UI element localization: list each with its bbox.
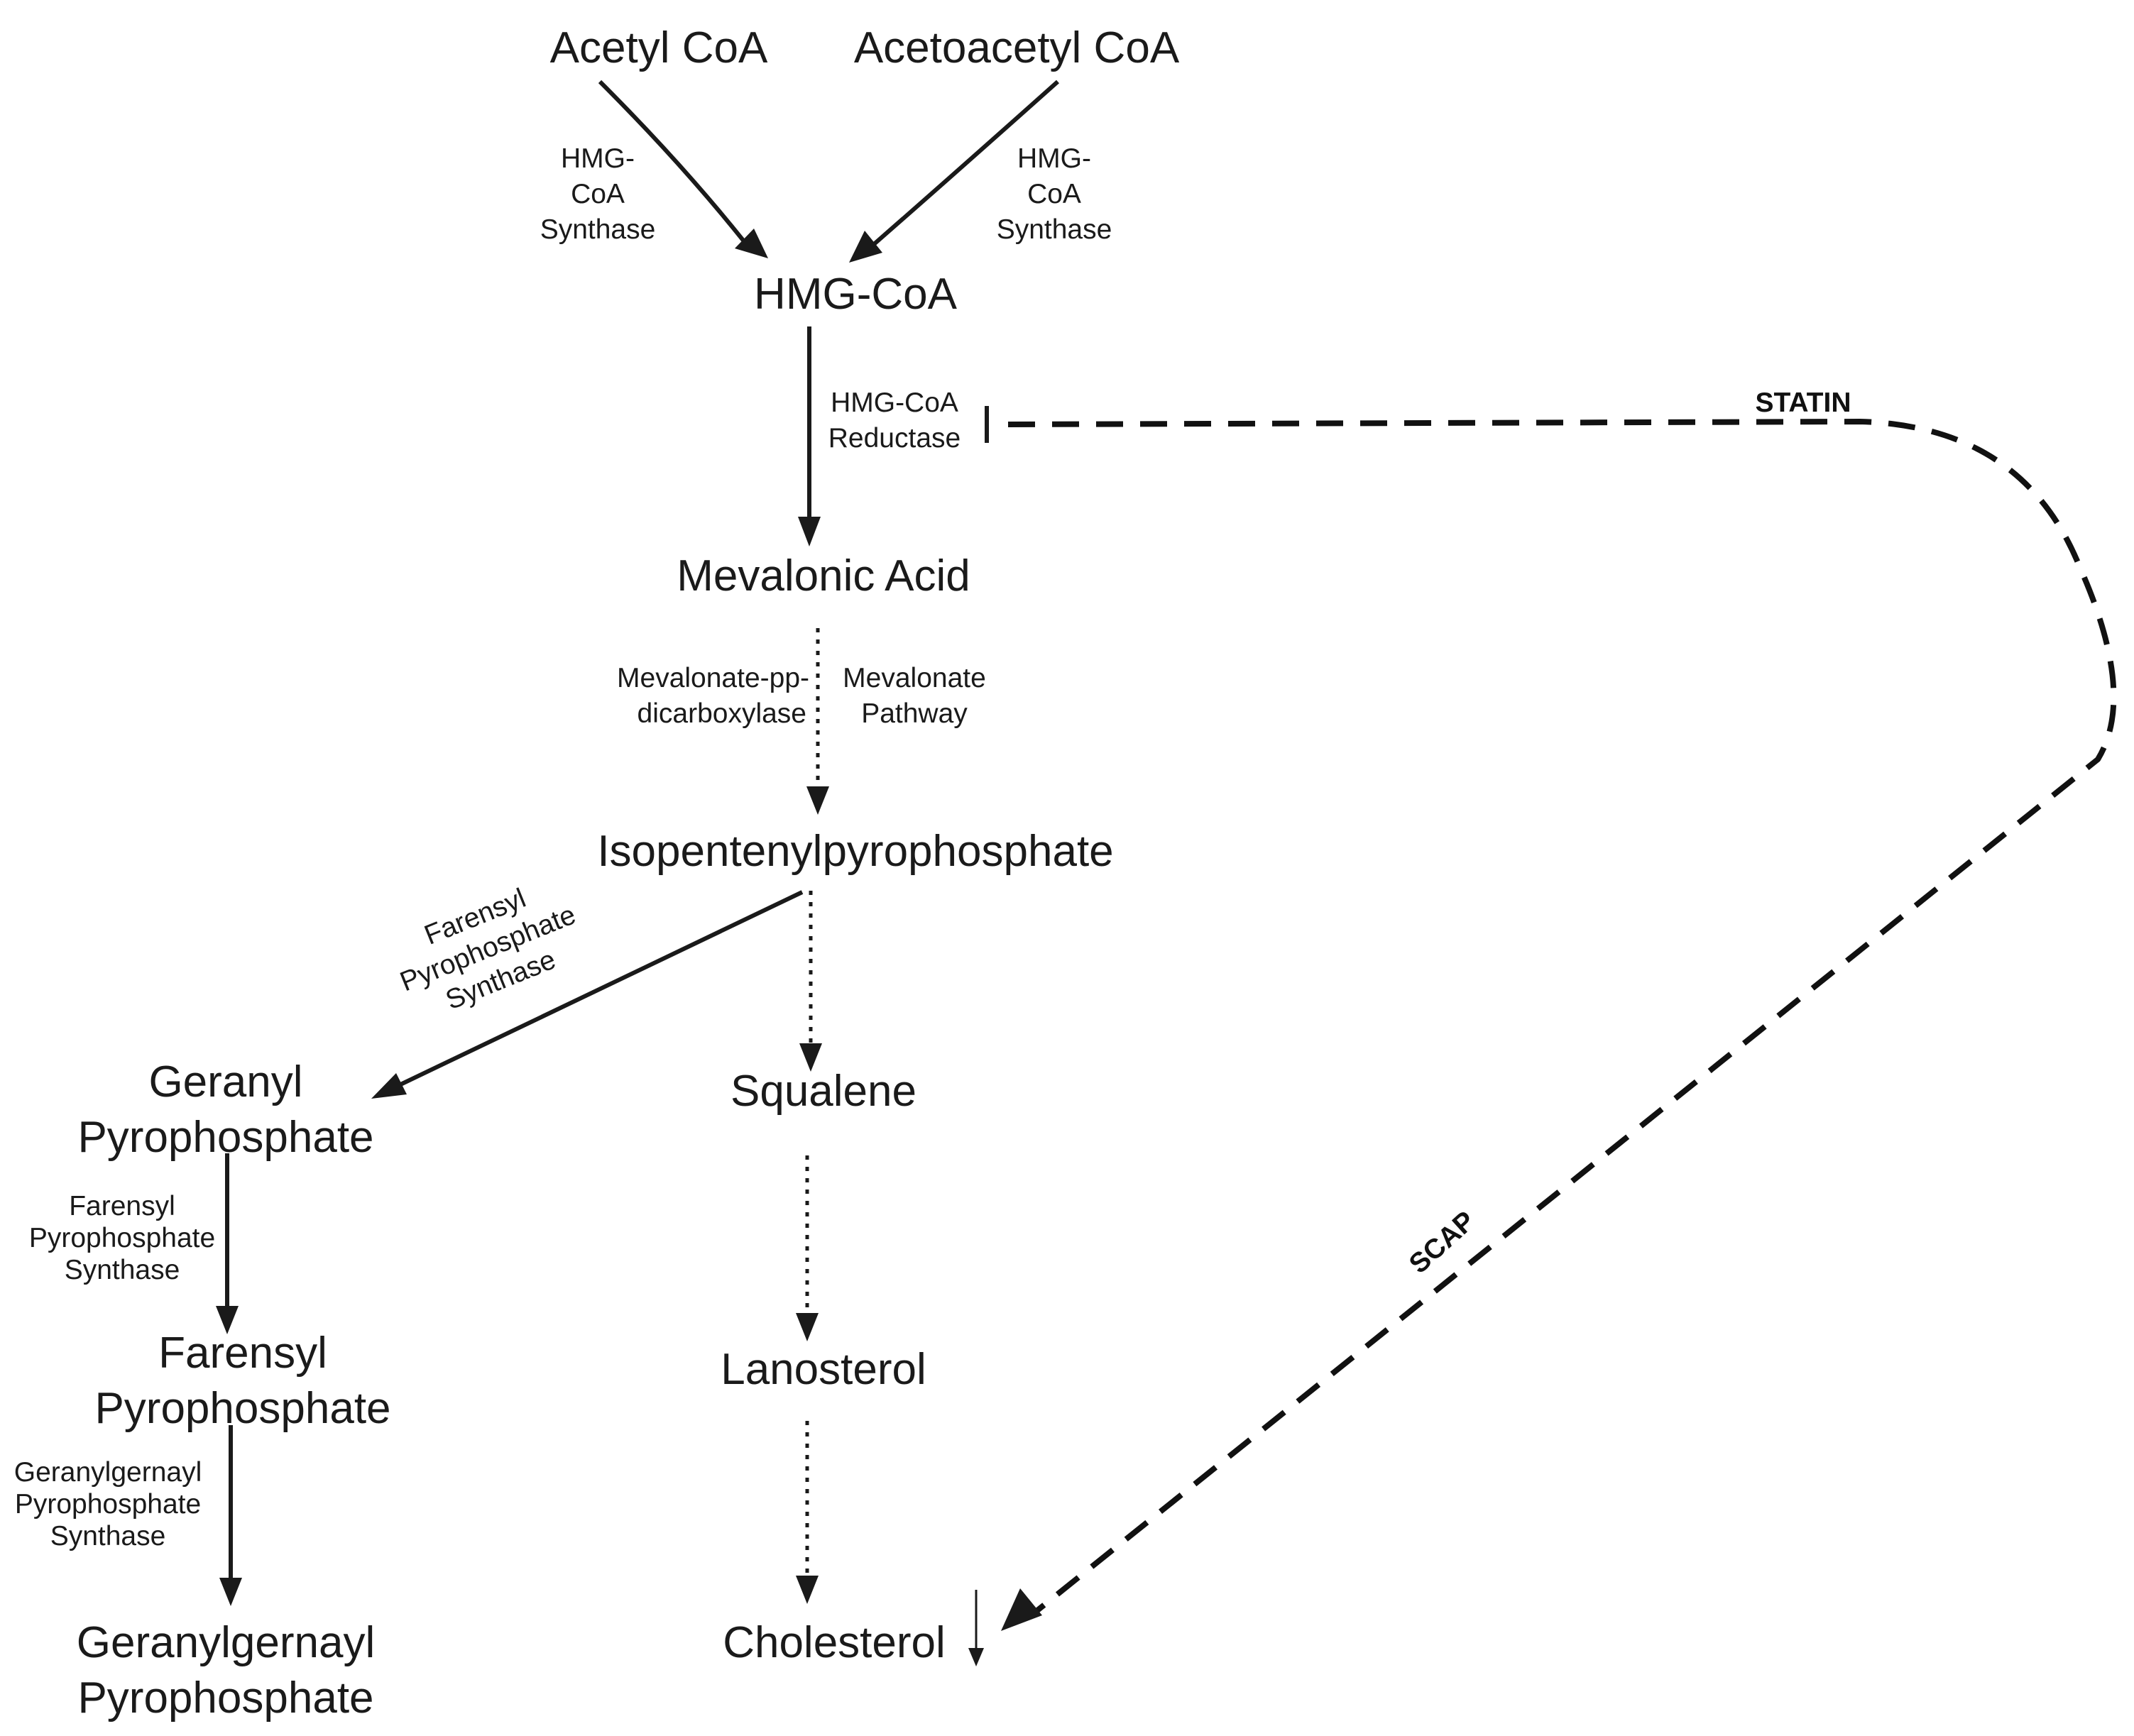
arrowhead-mevalonic-to-isopentenyl: [806, 786, 829, 815]
enzyme-farensyl-pp-synthase-diagonal: Farensyl Pyrophosphate Synthase: [396, 883, 580, 1016]
arrow-acetyl-to-hmg: [598, 79, 746, 243]
arrow-isopentenyl-to-geranyl: [396, 890, 804, 1088]
svg-text:dicarboxylase: dicarboxylase: [638, 698, 806, 729]
svg-text:Pyrophosphate: Pyrophosphate: [94, 1384, 390, 1433]
svg-text:Pathway: Pathway: [861, 698, 968, 729]
svg-text:Synthase: Synthase: [997, 214, 1112, 245]
svg-text:Synthase: Synthase: [540, 214, 656, 245]
svg-text:HMG-CoA: HMG-CoA: [831, 388, 958, 418]
svg-text:CoA: CoA: [1027, 179, 1081, 209]
svg-text:Geranyl: Geranyl: [148, 1057, 302, 1106]
svg-text:Pyrophosphate: Pyrophosphate: [15, 1489, 201, 1520]
node-farensyl-pyrophosphate: Farensyl Pyrophosphate: [94, 1329, 390, 1433]
enzyme-mevalonate-pp-dicarboxylase: Mevalonate-pp- dicarboxylase: [617, 663, 809, 729]
svg-text:Geranylgernayl: Geranylgernayl: [77, 1618, 375, 1667]
arrow-acetoacetyl-to-hmg: [872, 79, 1059, 247]
svg-text:Pyrophosphate: Pyrophosphate: [77, 1113, 373, 1162]
enzyme-hmg-coa-synthase-right: HMG- CoA Synthase: [997, 143, 1112, 245]
node-lanosterol: Lanosterol: [721, 1345, 926, 1394]
svg-text:Geranylgernayl: Geranylgernayl: [14, 1457, 202, 1488]
enzyme-hmg-coa-synthase-left: HMG- CoA Synthase: [540, 143, 656, 245]
arrowhead-acetoacetyl-to-hmg: [849, 231, 882, 263]
enzyme-hmg-coa-reductase: HMG-CoA Reductase: [828, 388, 961, 454]
label-mevalonate-pathway: Mevalonate Pathway: [843, 663, 986, 729]
svg-text:Pyrophosphate: Pyrophosphate: [29, 1223, 215, 1253]
svg-text:HMG-: HMG-: [561, 143, 635, 174]
label-statin: STATIN: [1755, 388, 1851, 418]
node-isopentenylpyrophosphate: Isopentenylpyrophosphate: [597, 827, 1113, 876]
node-acetoacetyl-coa: Acetoacetyl CoA: [854, 23, 1180, 72]
enzyme-geranylgernayl-pp-synthase: Geranylgernayl Pyrophosphate Synthase: [14, 1457, 202, 1551]
arrowhead-farensyl-to-geranylgernayl: [219, 1578, 242, 1606]
svg-text:Farensyl: Farensyl: [158, 1329, 327, 1378]
cholesterol-decrease-arrowhead: [968, 1648, 984, 1666]
svg-text:HMG-: HMG-: [1017, 143, 1091, 174]
scap-arrowhead: [1001, 1588, 1042, 1631]
svg-text:Mevalonate: Mevalonate: [843, 663, 986, 693]
arrowhead-acetyl-to-hmg: [735, 229, 768, 258]
enzyme-farensyl-pp-synthase: Farensyl Pyrophosphate Synthase: [29, 1191, 215, 1285]
arrowhead-lanosterol-to-cholesterol: [796, 1576, 819, 1604]
node-squalene: Squalene: [731, 1067, 916, 1116]
arrowhead-squalene-to-lanosterol: [796, 1313, 819, 1341]
node-acetyl-coa: Acetyl CoA: [550, 23, 768, 72]
node-geranyl-pyrophosphate: Geranyl Pyrophosphate: [77, 1057, 373, 1162]
label-scap: SCAP: [1403, 1205, 1481, 1279]
svg-text:Mevalonate-pp-: Mevalonate-pp-: [617, 663, 809, 693]
svg-text:Reductase: Reductase: [828, 423, 961, 454]
node-geranylgernayl-pyrophosphate: Geranylgernayl Pyrophosphate: [77, 1618, 375, 1723]
arrowhead-hmg-to-mevalonic: [798, 517, 821, 546]
node-mevalonic-acid: Mevalonic Acid: [677, 551, 970, 600]
svg-text:Pyrophosphate: Pyrophosphate: [77, 1674, 373, 1723]
svg-text:Synthase: Synthase: [50, 1521, 166, 1551]
arrowhead-isopentenyl-to-geranyl: [371, 1073, 407, 1099]
statin-scap-feedback-loop: [1007, 418, 2117, 1614]
node-cholesterol: Cholesterol: [723, 1618, 946, 1667]
svg-text:CoA: CoA: [571, 179, 625, 209]
node-hmg-coa: HMG-CoA: [754, 270, 958, 319]
svg-text:Synthase: Synthase: [65, 1255, 180, 1285]
arrowhead-isopentenyl-to-squalene: [799, 1043, 822, 1072]
svg-text:Farensyl: Farensyl: [69, 1191, 175, 1221]
arrowhead-geranyl-to-farensyl: [216, 1306, 239, 1334]
